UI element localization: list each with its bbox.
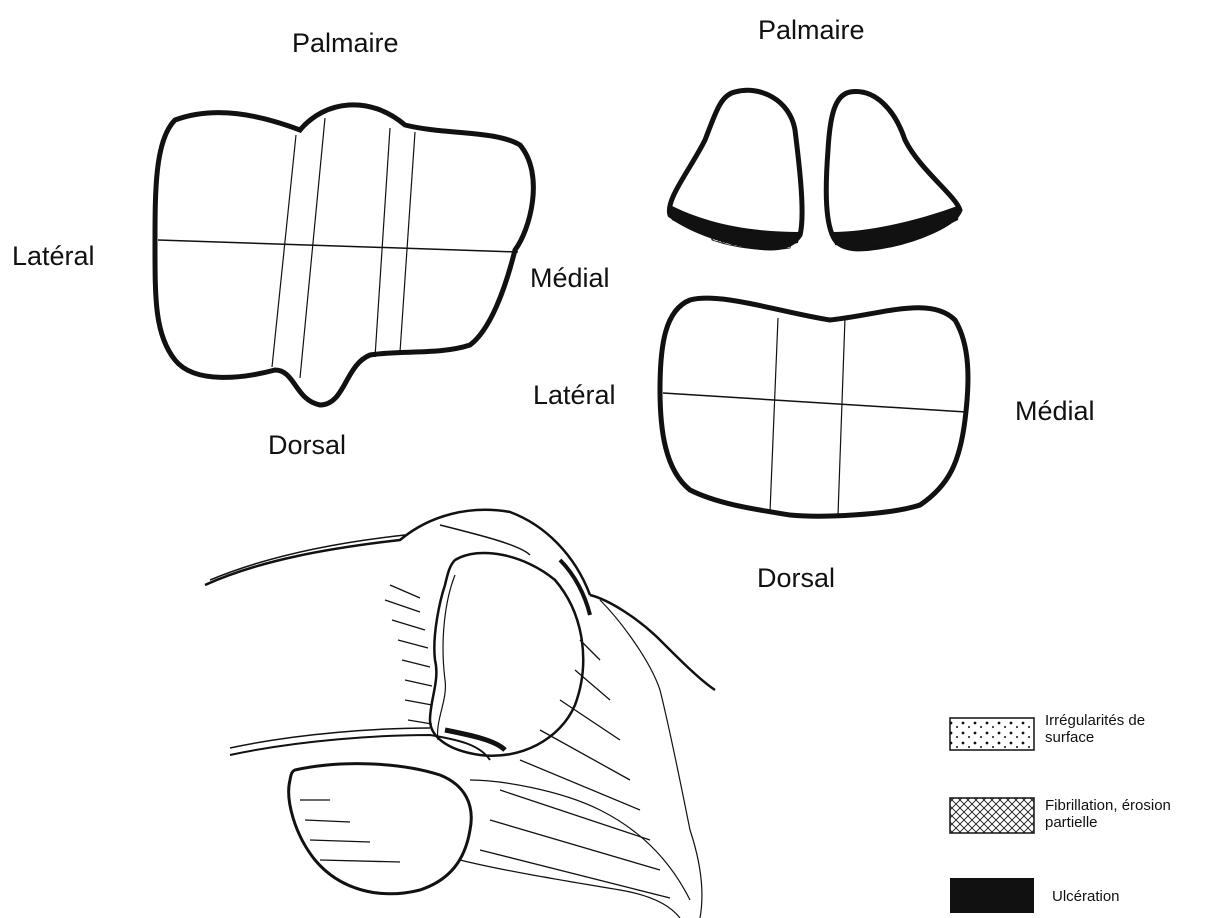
legend-symbols <box>950 718 1034 913</box>
legend-item-line2: surface <box>1045 729 1145 746</box>
right-articular-surface <box>660 298 968 516</box>
left-view-bottom-label: Dorsal <box>268 432 346 459</box>
legend-item-line1: Irrégularités de <box>1045 712 1145 729</box>
legend-swatch-crosshatch <box>950 798 1034 833</box>
legend-item-line2: partielle <box>1045 814 1171 831</box>
right-sesamoids <box>669 90 960 249</box>
left-view-right-label: Médial <box>530 265 610 292</box>
left-surface-outline <box>155 105 533 405</box>
joint-lateral-illustration <box>205 510 715 918</box>
legend-item-line1: Ulcération <box>1052 888 1120 905</box>
legend-swatch-dots <box>950 718 1034 750</box>
legend-item-line1: Fibrillation, érosion <box>1045 797 1171 814</box>
legend-swatch-solid <box>950 878 1034 913</box>
legend-item-ulceration: Ulcération <box>1052 888 1120 905</box>
left-articular-surface <box>155 105 533 405</box>
right-view-right-label: Médial <box>1015 398 1095 425</box>
right-view-bottom-label: Dorsal <box>757 565 835 592</box>
legend-item-fibrillation: Fibrillation, érosion partielle <box>1045 797 1171 832</box>
right-view-left-label: Latéral <box>533 382 616 409</box>
legend-item-surface-irregularities: Irrégularités de surface <box>1045 712 1145 747</box>
right-surface-outline <box>660 298 968 516</box>
sesamoid-lateral-outline <box>289 764 472 894</box>
metacarpal-head-outline <box>430 553 583 756</box>
left-view-left-label: Latéral <box>12 243 95 270</box>
right-view-top-label: Palmaire <box>758 17 865 44</box>
left-view-top-label: Palmaire <box>292 30 399 57</box>
